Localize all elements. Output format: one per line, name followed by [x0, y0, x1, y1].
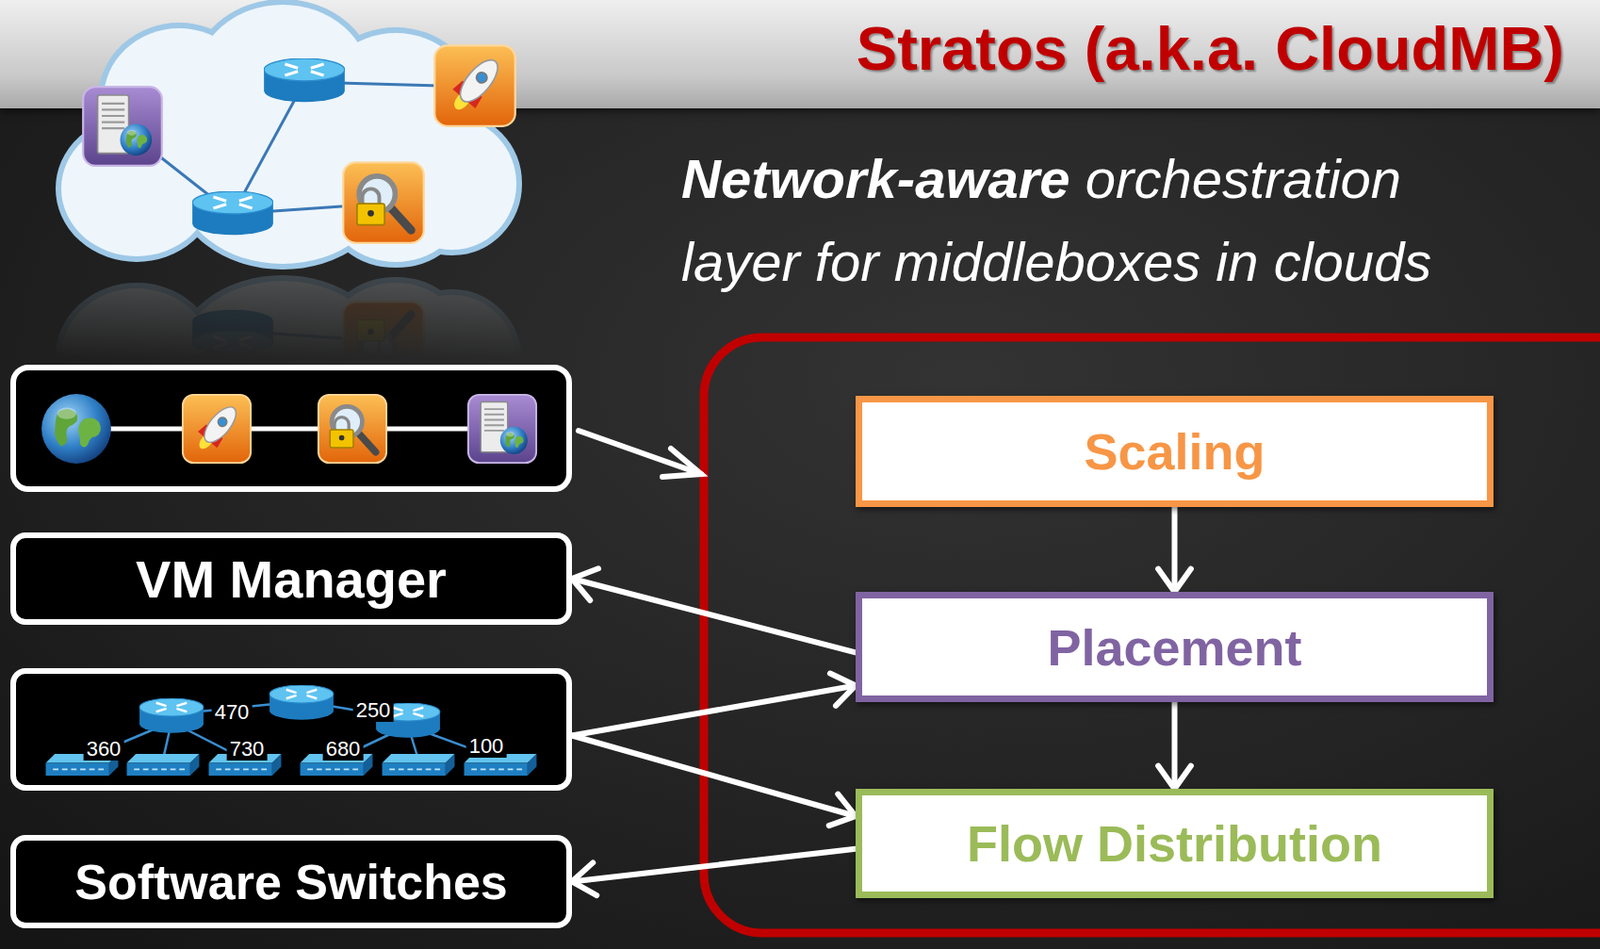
- arrow-head: [829, 794, 856, 827]
- subtitle: Network-awareorchestration layer for mid…: [681, 137, 1492, 304]
- arrow-head: [571, 568, 599, 601]
- arrow-shaft: [1172, 702, 1178, 789]
- middlebox-chain-box: [13, 367, 570, 490]
- middlebox-chain-box-part: [76, 426, 503, 432]
- cloud-reflection: [61, 280, 517, 359]
- vm-manager-box: VM Manager: [10, 532, 572, 625]
- middlebox-chain-box-part: [182, 394, 251, 463]
- network-topology-part: [127, 753, 200, 776]
- box-label: Placement: [1046, 618, 1302, 677]
- chain-arrow-part: [578, 430, 702, 474]
- scaling-box: Scaling: [855, 395, 1494, 507]
- arrow-shaft: [571, 848, 856, 882]
- software-switches-box: Software Switches: [10, 834, 572, 929]
- arrow-shaft: [571, 578, 856, 653]
- subtitle-emphasis: Network-aware: [681, 147, 1071, 210]
- arrow-head: [1158, 569, 1192, 592]
- flow-arrow: [571, 735, 856, 827]
- link-weight: 470: [212, 701, 253, 724]
- arrow-shaft: [1172, 506, 1178, 592]
- link-weight: 360: [83, 737, 125, 761]
- arrow-head: [571, 862, 597, 896]
- flow-arrow: [1158, 702, 1192, 789]
- link-weight: 680: [323, 737, 364, 761]
- link-weight: 730: [227, 737, 268, 761]
- cloud-illustration: [61, 4, 517, 264]
- arrow-shaft: [571, 685, 856, 735]
- flow-arrow: [571, 848, 856, 896]
- placement-box: Placement: [855, 591, 1494, 703]
- flow-distribution-box: Flow Distribution: [855, 788, 1494, 898]
- slide-title: Stratos (a.k.a. CloudMB): [856, 13, 1565, 84]
- network-topology-part: [269, 685, 334, 720]
- middlebox-chain-box-part: [41, 393, 112, 464]
- network-topology-part: [139, 698, 204, 734]
- chain-arrow: [578, 430, 702, 477]
- box-label: Software Switches: [74, 853, 507, 911]
- arrow-head: [830, 673, 856, 706]
- network-topology-part: [13, 670, 570, 788]
- cloud-reflection-part: [61, 280, 517, 359]
- link-weight: 100: [466, 734, 507, 758]
- orchestration-container: [703, 337, 1600, 933]
- link-weight: 250: [353, 699, 394, 722]
- box-label: VM Manager: [135, 548, 447, 610]
- chain-arrow-part: [662, 448, 702, 477]
- flow-arrow: [571, 673, 856, 736]
- flow-arrow: [1158, 506, 1192, 592]
- middlebox-chain-box-part: [13, 367, 570, 490]
- network-topology-part: [382, 753, 456, 776]
- network-topology: [13, 670, 570, 788]
- topology-box: 470 250 360 730 680 100: [10, 668, 572, 791]
- flow-arrow: [571, 568, 856, 653]
- box-label: Flow Distribution: [966, 814, 1383, 873]
- arrow-shaft: [571, 735, 856, 817]
- middlebox-chain-box-part: [468, 394, 537, 463]
- box-label: Scaling: [1083, 422, 1265, 481]
- middlebox-chain-box-part: [318, 394, 387, 463]
- arrow-head: [1158, 766, 1192, 789]
